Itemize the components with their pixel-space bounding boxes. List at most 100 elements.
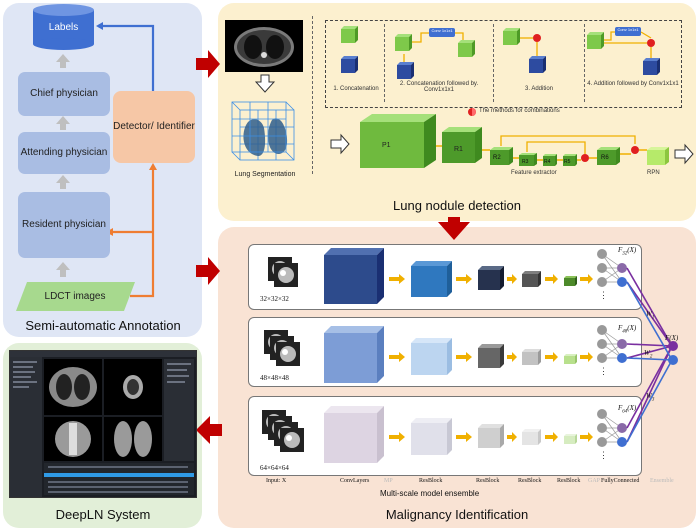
arrow-annotation-to-detection — [196, 50, 220, 78]
m2-conv — [429, 28, 455, 37]
malignancy-title: Malignancy Identification — [385, 507, 529, 522]
row3-conv-block — [324, 406, 384, 463]
row1-res-block-1 — [411, 261, 452, 297]
annotation-diagram — [16, 4, 157, 311]
detection-title: Lung nodule detection — [393, 198, 521, 213]
methods-sep-2 — [493, 24, 494, 102]
f32-label: F32(X) — [618, 246, 637, 257]
row-connectors — [389, 274, 593, 442]
row1-res-block-3 — [522, 271, 541, 287]
row1-input-slice-b — [274, 263, 298, 287]
method-2-label: 2. Concatenation followed by. Conv1x1x1 — [399, 81, 479, 93]
ct-thumbnail — [225, 20, 303, 72]
ct-slice-image — [234, 27, 294, 67]
ldct-to-detector-link — [130, 168, 155, 298]
footer-res2: ResBlock — [476, 478, 500, 484]
r5-block — [563, 154, 577, 166]
detector-to-labels-link — [98, 24, 155, 91]
row2-res-block-1 — [411, 338, 452, 375]
arrow-detection-to-malignancy — [438, 217, 470, 240]
r3-label: R3 — [522, 159, 529, 165]
p1-label: P1 — [382, 142, 391, 149]
scale-label-48: 48×48×48 — [260, 374, 289, 382]
m3-add-node — [533, 34, 541, 42]
methods-sep-3 — [584, 24, 585, 102]
method-1-label: 1. Concatenation — [333, 86, 379, 92]
output-node-purple — [668, 341, 678, 351]
ldct-shape — [16, 282, 135, 311]
output-node-blue — [668, 355, 678, 365]
down-hollow-arrow — [255, 74, 275, 93]
svg-text:⋮: ⋮ — [599, 290, 608, 300]
svg-text:⋮: ⋮ — [599, 450, 608, 460]
footer-input: Input: X — [266, 478, 287, 484]
deepln-app-thumbnail — [10, 351, 196, 497]
detection-pipeline — [330, 114, 694, 168]
row1-res-block-2 — [478, 266, 504, 290]
r5-label: R5 — [564, 159, 571, 165]
chief-physician-box: Chief physician — [18, 72, 110, 116]
labels-database-icon — [33, 4, 94, 50]
r1-block — [442, 127, 482, 163]
row2-res-block-3 — [522, 349, 541, 365]
row3-res-block-4 — [564, 434, 577, 444]
m4-conv-label: Conv 1x1x1 — [617, 27, 639, 32]
merge-node-1 — [581, 154, 589, 162]
m2-conv-label: Conv 1x1x1 — [431, 28, 453, 33]
annotation-title: Semi-automatic Annotation — [25, 318, 181, 333]
resident-physician-box: Resident physician — [18, 192, 110, 258]
methods-diagram — [341, 26, 660, 79]
merge-node-2 — [631, 146, 639, 154]
footer-res4: ResBlock — [557, 478, 581, 484]
svg-text:⋮: ⋮ — [599, 366, 608, 376]
footer-conv: ConvLayers — [340, 478, 370, 484]
row1-conv-block — [324, 248, 384, 304]
r1-label: R1 — [454, 146, 463, 153]
row3-res-block-3 — [522, 429, 541, 445]
arrow-malignancy-to-system — [196, 416, 222, 444]
r2-block — [490, 147, 513, 165]
weight-w3: W3 — [646, 392, 655, 403]
row2-res-block-2 — [478, 344, 504, 368]
r6-label: R6 — [601, 155, 609, 161]
feature-extractor-label: Feature extractor — [511, 170, 557, 176]
ldct-images-label: LDCT images — [44, 290, 106, 302]
methods-box — [325, 20, 682, 108]
lung-segmentation-label: Lung Segmentation — [234, 171, 296, 178]
weight-w1: W1 — [646, 310, 655, 321]
row3-res-block-1 — [411, 418, 452, 455]
methods-sep-1 — [384, 24, 385, 102]
scale-label-32: 32×32×32 — [260, 295, 289, 303]
rpn-block — [647, 147, 669, 165]
row3-res-block-2 — [478, 424, 504, 448]
f48-label: F48(X) — [618, 324, 637, 335]
detection-divider — [312, 16, 313, 174]
detector-identifier-box: Detector/ Identifier — [113, 91, 195, 163]
footer-mp: MP — [384, 478, 393, 484]
deepln-screenshot — [9, 350, 197, 498]
method-4-label: 4. Addition followed by Conv1x1x1 — [587, 81, 679, 87]
r2-label: R2 — [493, 155, 501, 161]
flow-up-arrows — [56, 54, 70, 277]
footer-gap: GAP — [588, 478, 601, 484]
footer-res1: ResBlock — [419, 478, 443, 484]
m4-conv — [615, 27, 641, 36]
row1-res-block-4 — [564, 276, 577, 286]
r3-block — [519, 153, 537, 166]
r4-block — [543, 154, 557, 166]
method-3-label: 3. Addition — [524, 86, 554, 92]
row2-res-block-4 — [564, 354, 577, 364]
footer-fc: FullyConnected — [601, 478, 640, 484]
r4-label: R4 — [544, 159, 551, 165]
ensemble-caption: Multi-scale model ensemble — [380, 489, 480, 498]
f64-label: F64(X) — [618, 404, 637, 415]
rpn-label: RPN — [647, 170, 660, 176]
weight-w2: W2 — [644, 349, 653, 360]
ensemble-links-blue — [626, 281, 673, 443]
scale-label-64: 64×64×64 — [260, 464, 289, 472]
combination-marker-icon — [468, 108, 476, 116]
methods-note: The methods for combinations — [479, 108, 560, 114]
output-f-label: F(X) — [665, 334, 679, 342]
